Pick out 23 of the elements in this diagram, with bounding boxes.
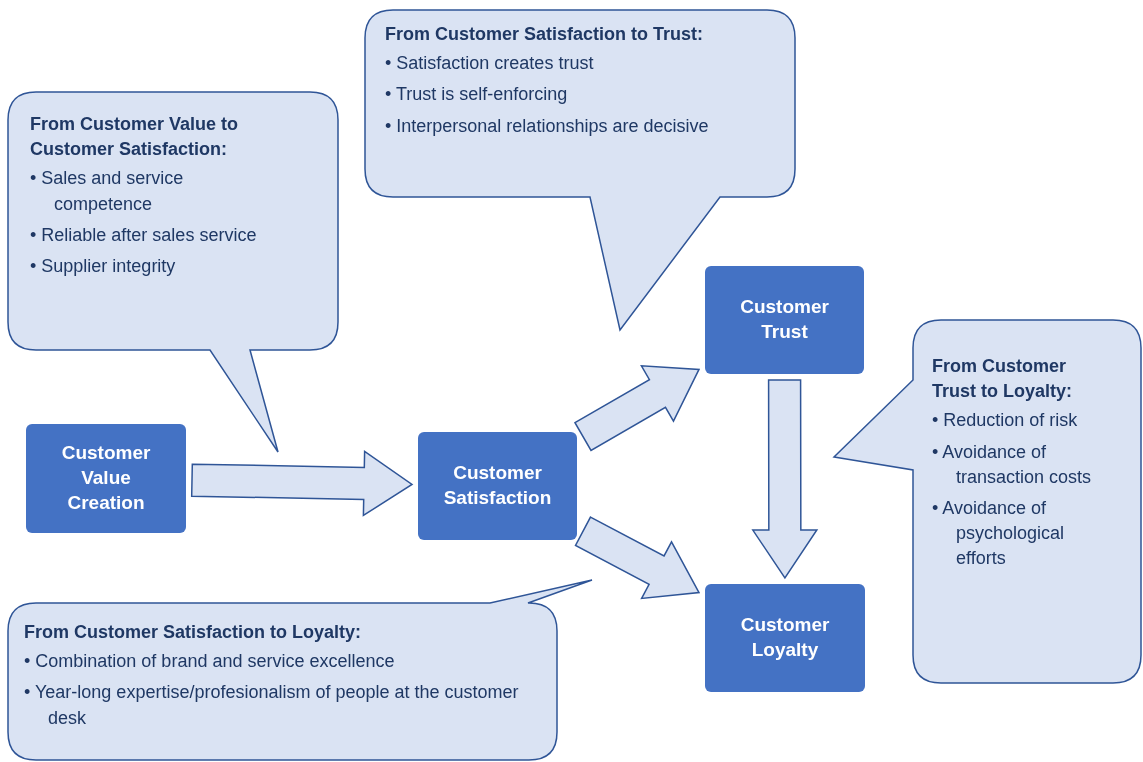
bullet-item: • Trust is self-enforcing (385, 83, 569, 107)
callout-heading: From Customer Trust to Loyalty: (932, 355, 1073, 404)
bullet-item: • Avoidance of transaction costs (932, 440, 1093, 489)
bullet-item: • Year-long expertise/profesionalism of people at the customer desk (24, 681, 520, 730)
bullet-item: • Reliable after sales service (30, 223, 258, 247)
bullet-item: • Sales and service competence (30, 167, 185, 216)
process-box: Customer Loyalty (705, 584, 865, 692)
bullet-item: • Avoidance of psychological efforts (932, 496, 1066, 571)
block-arrow (751, 379, 819, 580)
callout-heading: From Customer Value to Customer Satisfaction: (30, 113, 240, 162)
bullet-item: • Interpersonal relationships are decisive (385, 114, 710, 138)
bullet-item: • Combination of brand and service excellence (24, 650, 396, 674)
process-box: Customer Trust (705, 266, 864, 374)
bullet-item: • Satisfaction creates trust (385, 52, 595, 76)
callout-heading: From Customer Satisfaction to Trust: (385, 23, 705, 46)
callout-heading: From Customer Satisfaction to Loyalty: (24, 621, 363, 644)
process-box: Customer Satisfaction (418, 432, 577, 540)
block-arrow (573, 364, 701, 452)
process-box: Customer Value Creation (26, 424, 186, 533)
block-arrow (190, 450, 414, 517)
block-arrow (574, 516, 701, 600)
bullet-item: • Supplier integrity (30, 254, 177, 278)
bullet-item: • Reduction of risk (932, 409, 1079, 433)
